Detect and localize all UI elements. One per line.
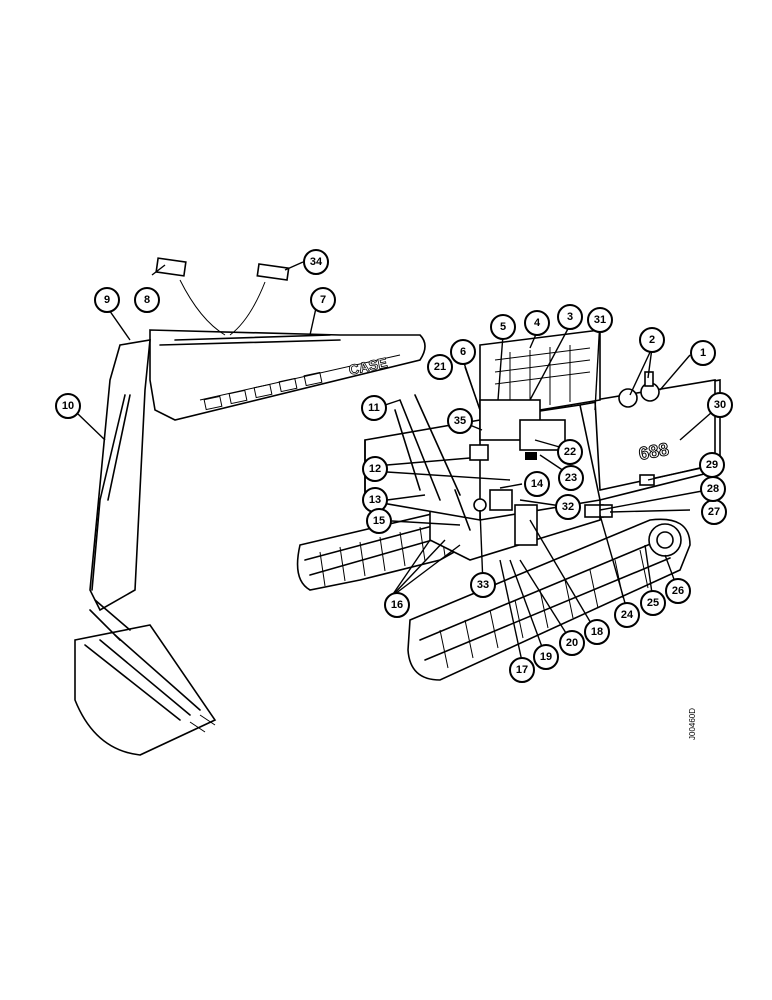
callout-25: 25 (640, 590, 666, 616)
svg-text:16: 16 (391, 599, 403, 611)
callout-19: 19 (533, 644, 559, 670)
svg-text:15: 15 (373, 515, 385, 527)
svg-text:17: 17 (516, 664, 528, 676)
callout-33: 33 (470, 572, 496, 598)
callout-2: 2 (639, 327, 665, 353)
svg-text:8: 8 (144, 294, 150, 306)
callout-3: 3 (557, 304, 583, 330)
svg-text:2: 2 (649, 334, 655, 346)
callouts: 1 2 3 4 5 6 7 8 9 10 11 12 13 14 15 16 1… (55, 249, 733, 683)
callout-17: 17 (509, 657, 535, 683)
callout-34: 34 (303, 249, 329, 275)
svg-text:31: 31 (594, 314, 606, 326)
svg-text:1: 1 (700, 347, 706, 359)
switch-34 (256, 263, 290, 281)
svg-text:26: 26 (672, 585, 684, 597)
svg-text:28: 28 (707, 483, 719, 495)
svg-text:3: 3 (567, 311, 573, 323)
front-track (407, 518, 691, 681)
bucket (74, 624, 217, 756)
svg-text:27: 27 (708, 506, 720, 518)
callout-5: 5 (490, 314, 516, 340)
callout-22: 22 (557, 439, 583, 465)
svg-text:13: 13 (369, 494, 381, 506)
leader-lines (77, 261, 721, 667)
callout-15: 15 (366, 508, 392, 534)
svg-text:5: 5 (500, 321, 506, 333)
callout-23: 23 (558, 465, 584, 491)
svg-text:20: 20 (566, 637, 578, 649)
svg-text:22: 22 (564, 446, 576, 458)
callout-32: 32 (555, 494, 581, 520)
svg-text:30: 30 (714, 399, 726, 411)
callout-1: 1 (690, 340, 716, 366)
drawing-code: J00460D (688, 708, 697, 740)
callout-9: 9 (94, 287, 120, 313)
svg-text:6: 6 (460, 346, 466, 358)
svg-text:19: 19 (540, 651, 552, 663)
svg-text:23: 23 (565, 472, 577, 484)
svg-text:10: 10 (62, 400, 74, 412)
callout-31: 31 (587, 307, 613, 333)
bucket-cylinder (91, 394, 131, 591)
callout-20: 20 (559, 630, 585, 656)
callout-29: 29 (699, 452, 725, 478)
svg-text:18: 18 (591, 626, 603, 638)
boom-cylinder-top (159, 334, 341, 346)
callout-14: 14 (524, 471, 550, 497)
switch-8 (155, 257, 187, 277)
svg-text:9: 9 (104, 294, 110, 306)
svg-text:24: 24 (621, 609, 634, 621)
model-number: 688 (637, 439, 670, 464)
callout-10: 10 (55, 393, 81, 419)
callout-4: 4 (524, 310, 550, 336)
svg-text:4: 4 (534, 317, 541, 329)
callout-28: 28 (700, 476, 726, 502)
svg-text:25: 25 (647, 597, 659, 609)
svg-text:33: 33 (477, 579, 489, 591)
callout-6: 6 (450, 339, 476, 365)
svg-text:7: 7 (320, 294, 326, 306)
svg-text:21: 21 (434, 361, 446, 373)
dipper-arm (89, 339, 151, 612)
callout-13: 13 (362, 487, 388, 513)
svg-text:29: 29 (706, 459, 718, 471)
valve-bank (469, 371, 660, 546)
switch-wires (179, 279, 266, 336)
callout-18: 18 (584, 619, 610, 645)
callout-7: 7 (310, 287, 336, 313)
callout-35: 35 (447, 408, 473, 434)
callout-30: 30 (707, 392, 733, 418)
callout-12: 12 (362, 456, 388, 482)
boom-cylinders (394, 394, 471, 531)
callout-11: 11 (361, 395, 387, 421)
svg-text:14: 14 (531, 478, 544, 490)
svg-text:11: 11 (368, 402, 380, 414)
boom (149, 329, 426, 421)
svg-text:32: 32 (562, 501, 574, 513)
callout-24: 24 (614, 602, 640, 628)
svg-text:12: 12 (369, 463, 381, 475)
callout-26: 26 (665, 578, 691, 604)
callout-27: 27 (701, 499, 727, 525)
svg-text:35: 35 (454, 415, 466, 427)
svg-text:34: 34 (310, 256, 323, 268)
callout-16: 16 (384, 592, 410, 618)
callout-8: 8 (134, 287, 160, 313)
callout-21: 21 (427, 354, 453, 380)
excavator-drawing: 688 C (74, 257, 721, 756)
